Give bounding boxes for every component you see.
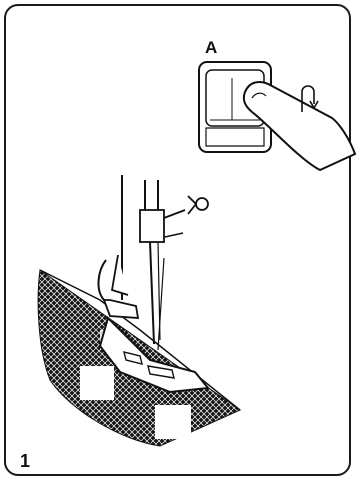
- sewing-needle-icon: [150, 242, 164, 350]
